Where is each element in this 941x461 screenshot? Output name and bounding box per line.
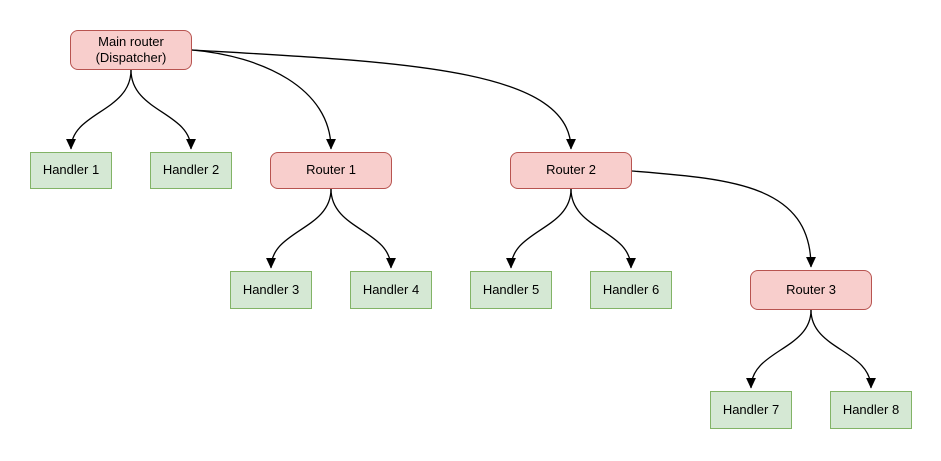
node-handler-5: Handler 5: [470, 271, 552, 309]
edge-router1-to-handler3: [265, 188, 332, 269]
node-handler-8: Handler 8: [830, 391, 912, 429]
edge-router1-to-handler4: [330, 188, 397, 269]
node-handler-2-label: Handler 2: [162, 162, 220, 178]
node-handler-4: Handler 4: [350, 271, 432, 309]
edge-router2-to-handler6: [570, 188, 637, 269]
node-handler-6-label: Handler 6: [602, 281, 660, 297]
node-router-1: Router 1: [270, 152, 392, 189]
edge-main-to-handler1: [65, 69, 132, 150]
edge-router2-to-router3: [631, 170, 817, 268]
edge-router2-to-handler5: [505, 188, 572, 269]
node-router-1-label: Router 1: [306, 162, 356, 178]
node-handler-4-label: Handler 4: [362, 281, 420, 297]
node-handler-7-label: Handler 7: [722, 401, 780, 417]
node-main-router: Main router (Dispatcher): [70, 30, 192, 70]
node-handler-1-label: Handler 1: [42, 162, 100, 178]
node-main-router-label: Main router (Dispatcher): [95, 33, 167, 65]
node-router-3: Router 3: [750, 270, 872, 310]
node-router-2: Router 2: [510, 152, 632, 189]
edge-main-to-handler2: [130, 69, 197, 150]
node-handler-3: Handler 3: [230, 271, 312, 309]
node-handler-8-label: Handler 8: [842, 401, 900, 417]
node-router-3-label: Router 3: [786, 281, 836, 297]
node-handler-6: Handler 6: [590, 271, 672, 309]
node-router-2-label: Router 2: [546, 162, 596, 178]
node-handler-3-label: Handler 3: [242, 281, 300, 297]
node-handler-2: Handler 2: [150, 152, 232, 189]
node-handler-7: Handler 7: [710, 391, 792, 429]
edge-router3-to-handler8: [810, 309, 877, 389]
node-handler-1: Handler 1: [30, 152, 112, 189]
node-handler-5-label: Handler 5: [482, 281, 540, 297]
edge-router3-to-handler7: [745, 309, 812, 389]
edge-main-to-router1: [191, 49, 337, 150]
edge-main-to-router2: [191, 49, 577, 150]
